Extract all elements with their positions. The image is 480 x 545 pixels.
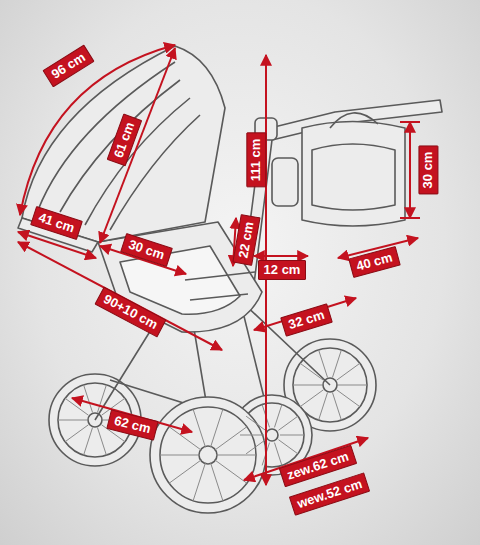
spoke	[84, 385, 93, 413]
spoke	[274, 405, 281, 428]
spoke	[97, 428, 106, 456]
spoke	[65, 425, 88, 442]
spoke	[84, 428, 93, 456]
spoke	[169, 460, 201, 484]
dimension-label: 30 cm	[418, 146, 438, 195]
spoke	[332, 393, 341, 421]
spoke	[246, 416, 265, 430]
spoke	[274, 443, 281, 466]
dimension-label: 32 cm	[280, 303, 333, 336]
spoke	[278, 440, 297, 454]
dimension-label: 12 cm	[258, 260, 307, 280]
wheel-spokes	[58, 350, 367, 501]
spoke	[210, 463, 222, 501]
spoke	[160, 455, 200, 456]
dimension-label: 96 cm	[42, 45, 94, 88]
spoke	[300, 363, 323, 380]
spoke	[336, 390, 359, 407]
spoke	[58, 420, 87, 421]
spoke	[216, 455, 256, 456]
spoke	[319, 350, 328, 378]
spoke	[319, 393, 328, 421]
spoke	[338, 385, 367, 386]
dimension-label: 40 cm	[348, 246, 400, 278]
spoke	[300, 390, 323, 407]
spoke	[332, 350, 341, 378]
spoke	[246, 440, 265, 454]
spoke	[293, 385, 322, 386]
spoke	[240, 435, 264, 436]
stroller-drawing	[18, 46, 442, 513]
dimension-label: 111 cm	[246, 133, 266, 188]
spoke	[214, 460, 246, 484]
spoke	[280, 435, 304, 436]
spoke	[210, 409, 222, 447]
spoke	[278, 416, 297, 430]
spoke	[193, 409, 205, 447]
spoke	[214, 427, 246, 451]
dimension-lines	[18, 45, 420, 485]
spoke	[336, 363, 359, 380]
spoke	[193, 463, 205, 501]
